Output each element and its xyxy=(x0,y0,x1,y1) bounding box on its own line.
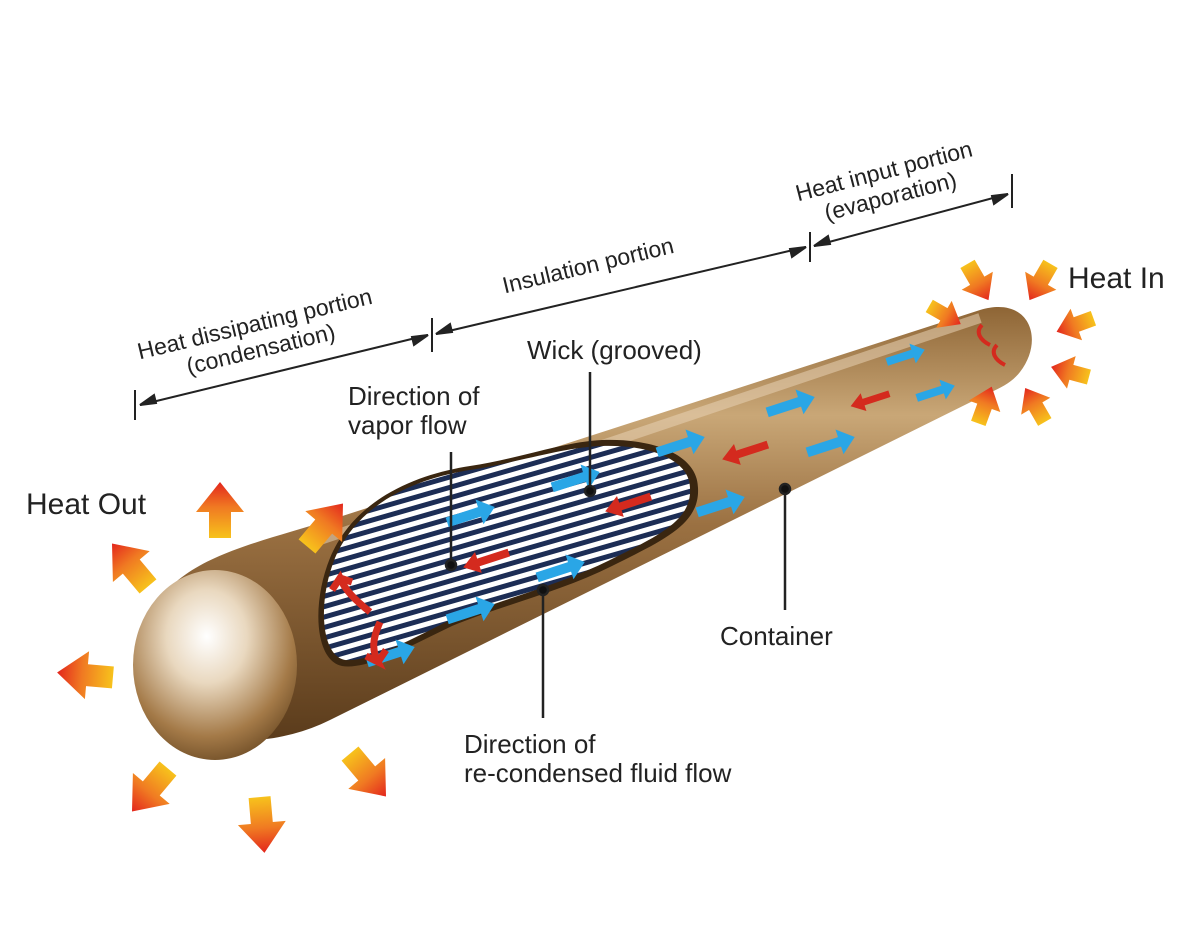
heat-in-label: Heat In xyxy=(1068,262,1165,295)
fluid-arrows xyxy=(329,323,1006,670)
heat-out-label: Heat Out xyxy=(26,488,147,521)
heat-out-arrow xyxy=(93,528,167,602)
pipe-end-cap xyxy=(133,570,297,760)
heat-out-arrow xyxy=(113,753,187,827)
container-label: Container xyxy=(720,621,833,651)
heat-in-arrow xyxy=(951,254,1005,310)
recondensed-flow-label: Direction of re-condensed fluid flow xyxy=(464,729,732,789)
heat-in-arrow xyxy=(1046,350,1094,394)
section-dimension-lines xyxy=(134,174,1013,420)
heat-in-arrow xyxy=(1050,302,1100,348)
heat-out-arrow xyxy=(196,482,244,538)
heat-in-arrow xyxy=(1013,254,1067,310)
recondensed-line2: re-condensed fluid flow xyxy=(464,758,732,789)
wick-label: Wick (grooved) xyxy=(527,335,702,365)
recondensed-line1: Direction of xyxy=(464,729,596,759)
heat-out-arrow xyxy=(235,795,289,855)
leader-lines xyxy=(444,372,792,718)
heat-in-arrow xyxy=(1010,379,1060,431)
heat-out-arrow xyxy=(331,738,405,812)
vapor-flow-line1: Direction of xyxy=(348,381,480,411)
vapor-flow-label: Direction of vapor flow xyxy=(348,381,480,441)
heat-out-arrow xyxy=(55,648,115,702)
vapor-flow-line2: vapor flow xyxy=(348,410,467,441)
